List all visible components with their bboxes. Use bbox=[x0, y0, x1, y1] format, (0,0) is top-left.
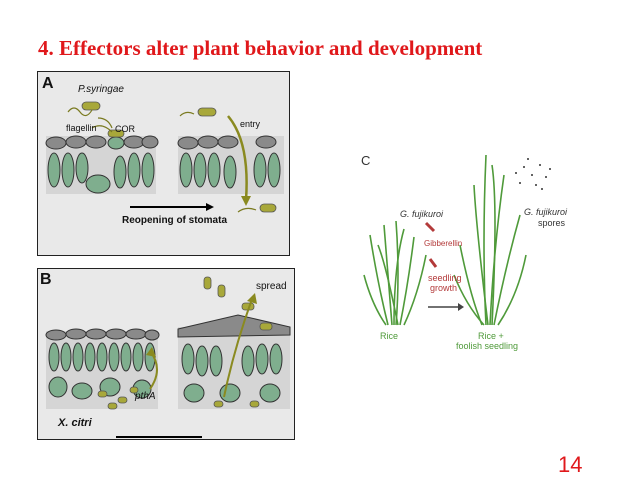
panel-b-letter: B bbox=[40, 271, 52, 288]
panel-a-letter: A bbox=[42, 75, 54, 92]
bacterium-icon bbox=[97, 386, 139, 410]
foolish-seedling-label: foolish seedling bbox=[456, 341, 519, 351]
ptha-label: pthA bbox=[135, 391, 156, 402]
foolish-seedling-icon bbox=[453, 154, 527, 326]
spores-label: spores bbox=[538, 218, 566, 228]
panel-c-letter: C bbox=[361, 153, 371, 168]
rice-plus-label: Rice + bbox=[478, 331, 504, 341]
seedling-label: seedling bbox=[428, 273, 462, 283]
panel-b-illustration bbox=[45, 276, 291, 438]
organism-label: P.syringae bbox=[78, 84, 124, 95]
entry-label: entry bbox=[240, 119, 261, 129]
panel-a-illustration bbox=[45, 101, 284, 213]
rice-label: Rice bbox=[380, 331, 399, 341]
gibberellin-label: Gibberellin bbox=[424, 239, 463, 248]
fungus-spores-label: G. fujikuroi bbox=[524, 207, 568, 217]
spread-label: spread bbox=[256, 281, 287, 292]
flagellum-icon bbox=[67, 107, 93, 117]
panel-c-illustration bbox=[363, 154, 551, 326]
flagellin-label: flagellin bbox=[66, 123, 97, 133]
slide-title: 4. Effectors alter plant behavior and de… bbox=[38, 36, 483, 60]
leaf-tissue-open bbox=[177, 135, 284, 194]
leaf-tissue-right bbox=[177, 314, 291, 409]
spores-icon bbox=[515, 158, 551, 190]
cor-label: COR bbox=[115, 124, 135, 134]
entry-arrow bbox=[227, 115, 248, 201]
rice-plant-icon bbox=[363, 220, 427, 326]
leaf-tissue-closed bbox=[45, 135, 159, 194]
page-number: 14 bbox=[558, 452, 583, 477]
growth-label: growth bbox=[430, 283, 458, 293]
reopening-caption: Reopening of stomata bbox=[122, 215, 228, 226]
panel-c-diagram: C G. fujikuroi G. fujikuroi spores Gibbe… bbox=[358, 145, 608, 355]
panel-a-diagram: A P.syringae flagellin COR entry Reopeni… bbox=[37, 71, 290, 256]
xcitri-label: X. citri bbox=[58, 417, 92, 429]
fungus-label: G. fujikuroi bbox=[400, 209, 444, 219]
panel-b-diagram: B spread pthA X. citri bbox=[37, 268, 295, 440]
